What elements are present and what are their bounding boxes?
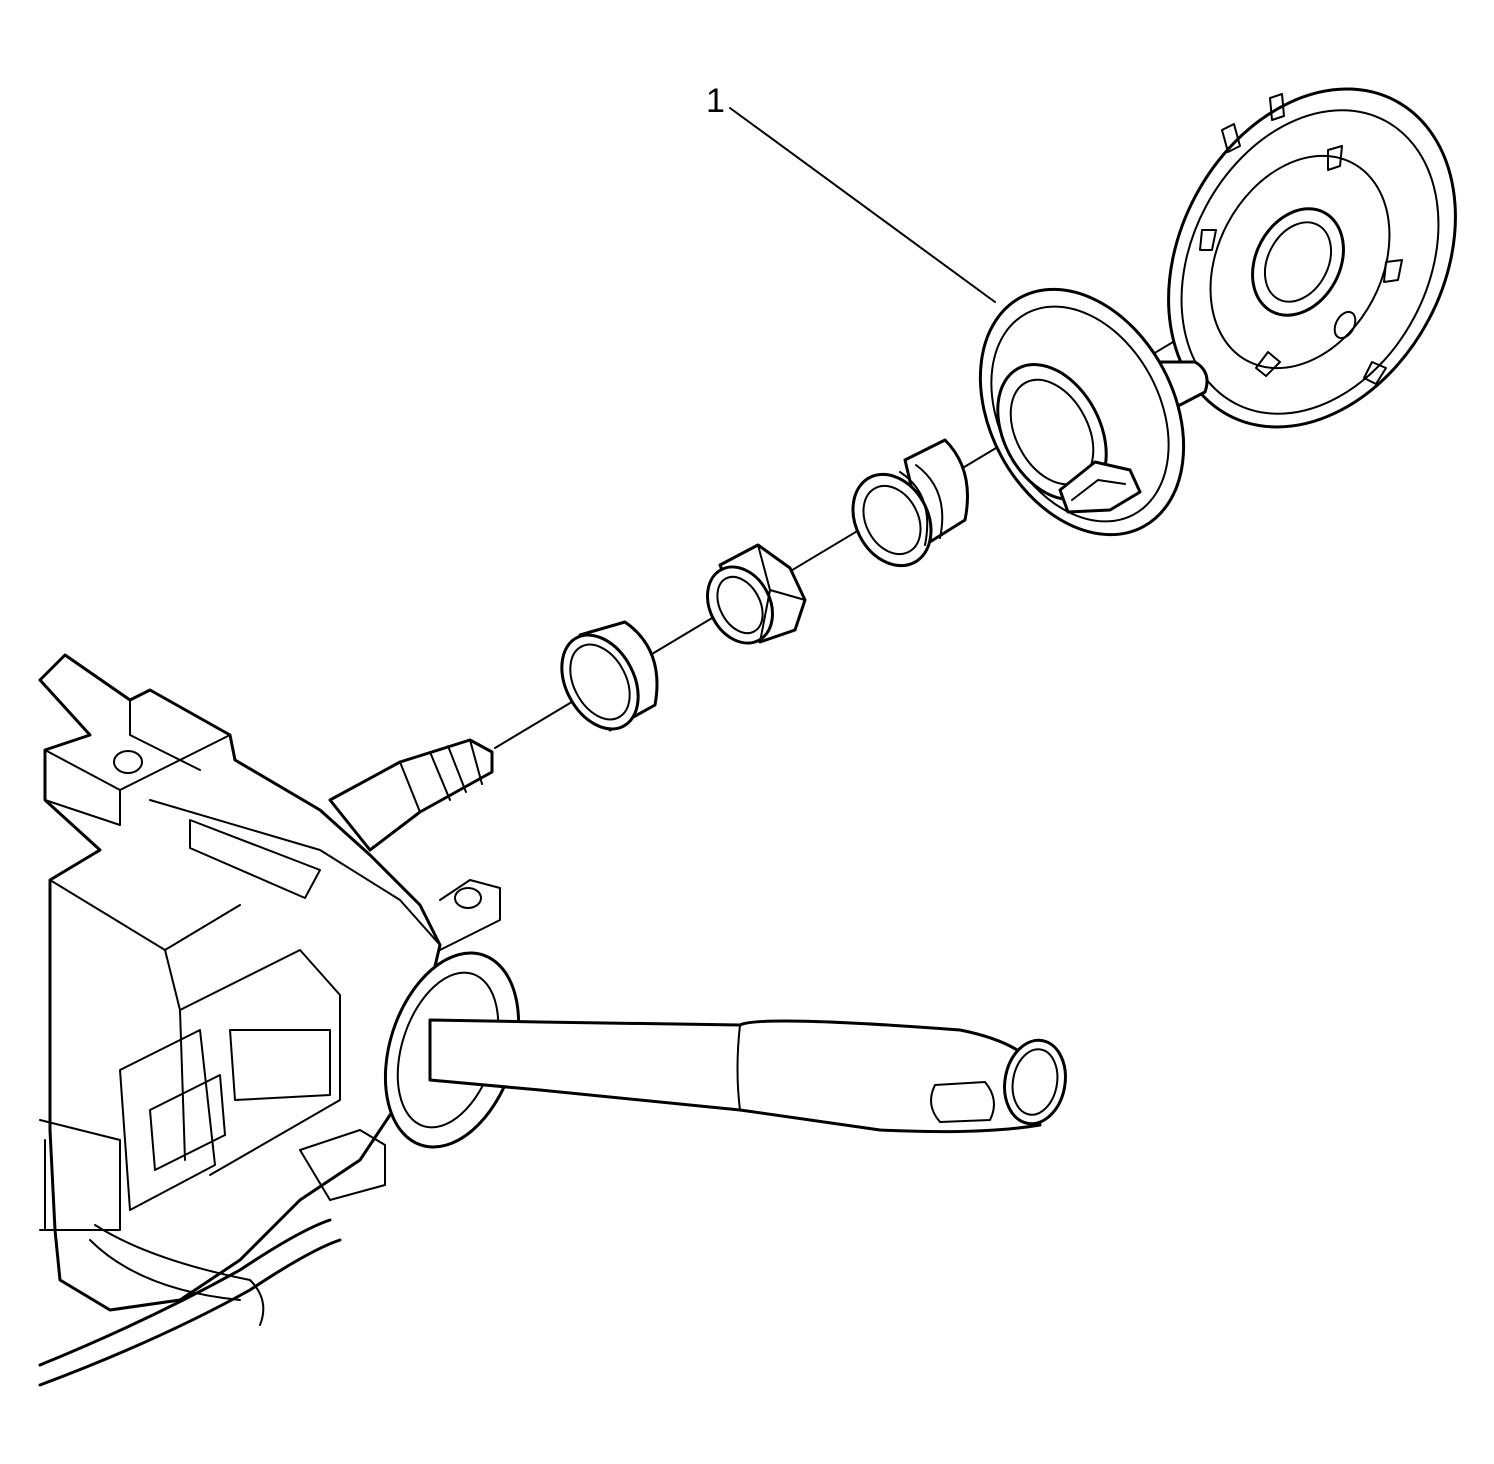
callout-leader-1	[729, 107, 996, 303]
hex-nut	[706, 543, 807, 645]
spring-sleeve	[851, 438, 969, 568]
steering-column-housing	[38, 653, 501, 1312]
bearing-ring	[560, 620, 659, 732]
splined-shaft	[328, 738, 494, 852]
flanged-hub	[978, 287, 1186, 537]
wire-harness	[38, 1218, 342, 1387]
multifunction-lever	[383, 951, 1067, 1149]
rear-mounting-plate	[1167, 87, 1457, 429]
callout-label-1: 1	[706, 82, 725, 120]
